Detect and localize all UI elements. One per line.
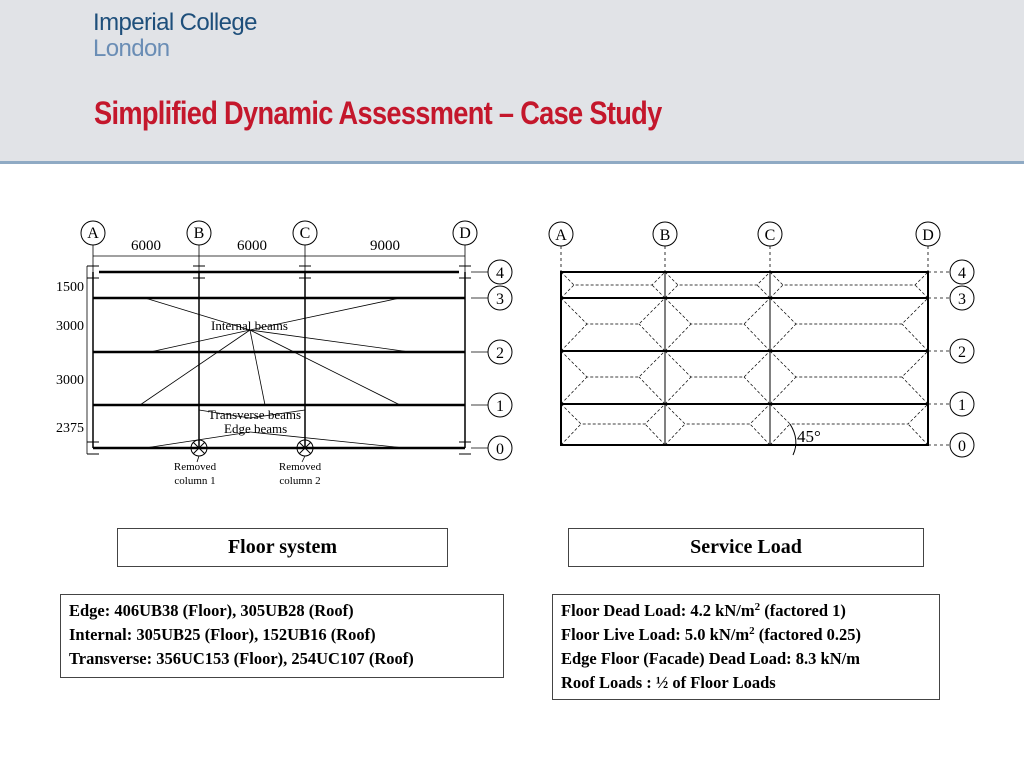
service-load-label: Service Load	[568, 528, 924, 567]
removed-column-1-label-2: column 1	[174, 475, 215, 487]
slide-header: Imperial College London Simplified Dynam…	[0, 0, 1024, 164]
row-label-0: 0	[496, 441, 504, 458]
sl-grid-label-B: B	[660, 227, 671, 244]
service-load-diagram	[548, 221, 975, 458]
removed-column-2-label: Removed	[279, 461, 322, 473]
loads-box: Floor Dead Load: 4.2 kN/m2 (factored 1) …	[552, 594, 940, 700]
grid-label-C: C	[300, 225, 311, 242]
angle-label: 45°	[797, 427, 821, 446]
grid-label-B: B	[194, 225, 205, 242]
floor-dead-load: Floor Dead Load: 4.2 kN/m2 (factored 1)	[561, 601, 846, 620]
grid-label-D: D	[459, 225, 471, 242]
floor-live-load: Floor Live Load: 5.0 kN/m2 (factored 0.2…	[561, 625, 862, 644]
transverse-beams-label: Transverse beams	[208, 407, 301, 422]
sl-row-label-4: 4	[958, 265, 966, 282]
bay-width-1: 6000	[131, 238, 161, 254]
service-load-text: A B C D 4 3 2 1 0 45°	[555, 227, 966, 455]
grid-label-A: A	[87, 225, 99, 242]
bay-depth-1: 1500	[56, 280, 84, 295]
sl-row-label-2: 2	[958, 344, 966, 361]
bay-width-2: 6000	[237, 238, 267, 254]
roof-loads: Roof Loads : ½ of Floor Loads	[561, 673, 776, 692]
row-label-4: 4	[496, 265, 504, 282]
edge-floor-dead-load: Edge Floor (Facade) Dead Load: 8.3 kN/m	[561, 649, 860, 668]
row-label-1: 1	[496, 398, 504, 415]
bay-depth-4: 2375	[56, 421, 84, 436]
bay-depth-3: 3000	[56, 373, 84, 388]
beam-sections-box: Edge: 406UB38 (Floor), 305UB28 (Roof) In…	[60, 594, 504, 678]
row-label-2: 2	[496, 345, 504, 362]
slide-title: Simplified Dynamic Assessment – Case Stu…	[94, 95, 662, 131]
floor-system-text: A B C D 6000 6000 9000 4 3 2 1 0 1500 30…	[56, 225, 504, 487]
internal-beams-label: Internal beams	[211, 318, 288, 333]
bay-depth-2: 3000	[56, 319, 84, 334]
bay-width-3: 9000	[370, 238, 400, 254]
removed-column-1-label: Removed	[174, 461, 217, 473]
row-label-3: 3	[496, 291, 504, 308]
sl-row-label-0: 0	[958, 438, 966, 455]
internal-beam-section: Internal: 305UB25 (Floor), 152UB16 (Roof…	[69, 625, 376, 644]
edge-beams-label: Edge beams	[224, 421, 287, 436]
sl-grid-label-A: A	[555, 227, 567, 244]
sl-row-label-3: 3	[958, 291, 966, 308]
removed-column-2-label-2: column 2	[279, 475, 320, 487]
floor-system-diagram	[80, 220, 513, 463]
sl-grid-label-C: C	[765, 227, 776, 244]
transverse-beam-section: Transverse: 356UC153 (Floor), 254UC107 (…	[69, 649, 414, 668]
imperial-logo: Imperial College London	[93, 9, 257, 62]
floor-system-label: Floor system	[117, 528, 448, 567]
sl-grid-label-D: D	[922, 227, 934, 244]
sl-row-label-1: 1	[958, 397, 966, 414]
edge-beam-section: Edge: 406UB38 (Floor), 305UB28 (Roof)	[69, 601, 354, 620]
